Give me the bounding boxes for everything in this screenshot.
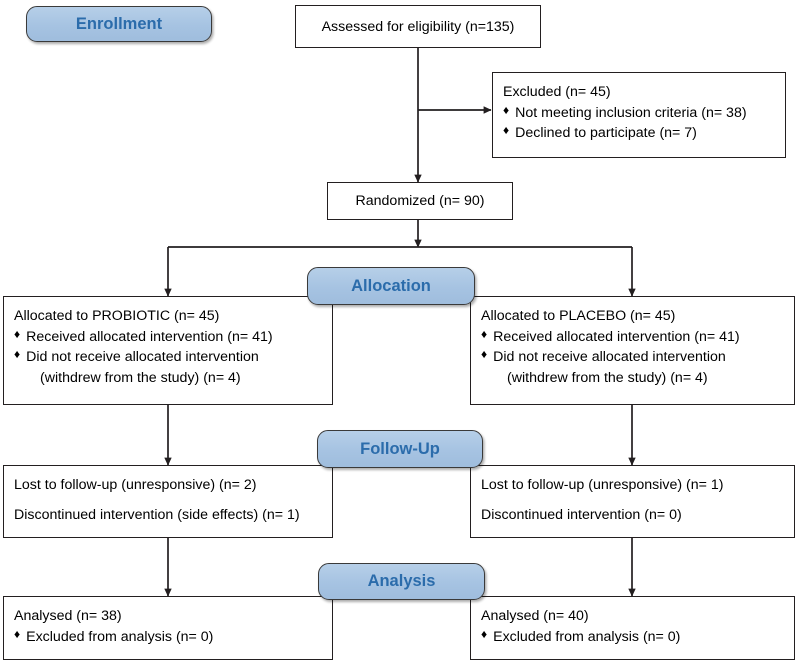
box-analysis-probiotic: Analysed (n= 38) ♦ Excluded from analysi…: [3, 596, 333, 660]
alloc-right-bullet-1-text: Received allocated intervention (n= 41): [493, 328, 740, 345]
box-analysis-placebo: Analysed (n= 40) ♦ Excluded from analysi…: [470, 596, 795, 660]
followup-right-line-2: Discontinued intervention (n= 0): [481, 506, 682, 523]
excluded-bullet-2-text: Declined to participate (n= 7): [515, 125, 697, 142]
alloc-left-heading: Allocated to PROBIOTIC (n= 45): [14, 308, 220, 324]
alloc-right-heading: Allocated to PLACEBO (n= 45): [481, 308, 676, 324]
stage-pill-followup: Follow-Up: [317, 430, 483, 468]
excluded-bullet-1: ♦ Not meeting inclusion criteria (n= 38): [503, 103, 775, 124]
diamond-bullet-icon: ♦: [481, 326, 488, 341]
analysis-left-bullet-1-text: Excluded from analysis (n= 0): [26, 628, 214, 645]
box-randomized: Randomized (n= 90): [327, 182, 513, 220]
followup-right-line-1: Lost to follow-up (unresponsive) (n= 1): [481, 477, 724, 493]
alloc-left-continuation: (withdrew from the study) (n= 4): [40, 369, 241, 386]
box-allocation-probiotic: Allocated to PROBIOTIC (n= 45) ♦ Receive…: [3, 296, 333, 405]
excluded-heading: Excluded (n= 45): [503, 84, 611, 100]
alloc-left-bullet-2-text: Did not receive allocated intervention: [26, 349, 259, 366]
excluded-bullet-1-text: Not meeting inclusion criteria (n= 38): [515, 104, 747, 121]
box-assessed-for-eligibility: Assessed for eligibility (n=135): [295, 5, 541, 48]
diamond-bullet-icon: ♦: [503, 123, 510, 138]
stage-pill-enrollment-label: Enrollment: [75, 14, 163, 33]
followup-left-line-2: Discontinued intervention (side effects)…: [14, 506, 300, 523]
assessed-text: Assessed for eligibility (n=135): [321, 18, 515, 35]
alloc-right-bullet-2-text: Did not receive allocated intervention: [493, 349, 726, 366]
stage-pill-analysis: Analysis: [318, 563, 485, 600]
alloc-right-bullet-1: ♦ Received allocated intervention (n= 41…: [481, 327, 784, 348]
spacer: [481, 496, 784, 505]
diamond-bullet-icon: ♦: [481, 626, 488, 641]
stage-pill-followup-label: Follow-Up: [360, 439, 440, 458]
box-followup-placebo: Lost to follow-up (unresponsive) (n= 1) …: [470, 465, 795, 538]
box-followup-probiotic: Lost to follow-up (unresponsive) (n= 2) …: [3, 465, 333, 538]
diamond-bullet-icon: ♦: [14, 347, 21, 362]
followup-left-line-1: Lost to follow-up (unresponsive) (n= 2): [14, 477, 257, 493]
alloc-right-bullet-2: ♦ Did not receive allocated intervention: [481, 347, 784, 368]
analysis-left-bullet-1: ♦ Excluded from analysis (n= 0): [14, 627, 322, 648]
analysis-right-bullet-1: ♦ Excluded from analysis (n= 0): [481, 627, 784, 648]
alloc-right-continuation: (withdrew from the study) (n= 4): [507, 369, 708, 386]
alloc-left-bullet-1: ♦ Received allocated intervention (n= 41…: [14, 327, 322, 348]
alloc-left-bullet-2: ♦ Did not receive allocated intervention: [14, 347, 322, 368]
diamond-bullet-icon: ♦: [503, 102, 510, 117]
stage-pill-allocation: Allocation: [307, 267, 475, 305]
analysis-right-heading: Analysed (n= 40): [481, 608, 589, 624]
diamond-bullet-icon: ♦: [14, 326, 21, 341]
analysis-left-heading: Analysed (n= 38): [14, 608, 122, 624]
alloc-left-bullet-1-text: Received allocated intervention (n= 41): [26, 328, 273, 345]
excluded-bullet-2: ♦ Declined to participate (n= 7): [503, 123, 775, 144]
analysis-right-bullet-1-text: Excluded from analysis (n= 0): [493, 628, 681, 645]
spacer: [14, 496, 322, 505]
diamond-bullet-icon: ♦: [14, 626, 21, 641]
box-allocation-placebo: Allocated to PLACEBO (n= 45) ♦ Received …: [470, 296, 795, 405]
randomized-text: Randomized (n= 90): [355, 193, 485, 210]
stage-pill-enrollment: Enrollment: [26, 6, 212, 42]
diamond-bullet-icon: ♦: [481, 347, 488, 362]
stage-pill-analysis-label: Analysis: [367, 572, 436, 590]
stage-pill-allocation-label: Allocation: [351, 276, 431, 295]
box-excluded: Excluded (n= 45) ♦ Not meeting inclusion…: [492, 72, 786, 158]
